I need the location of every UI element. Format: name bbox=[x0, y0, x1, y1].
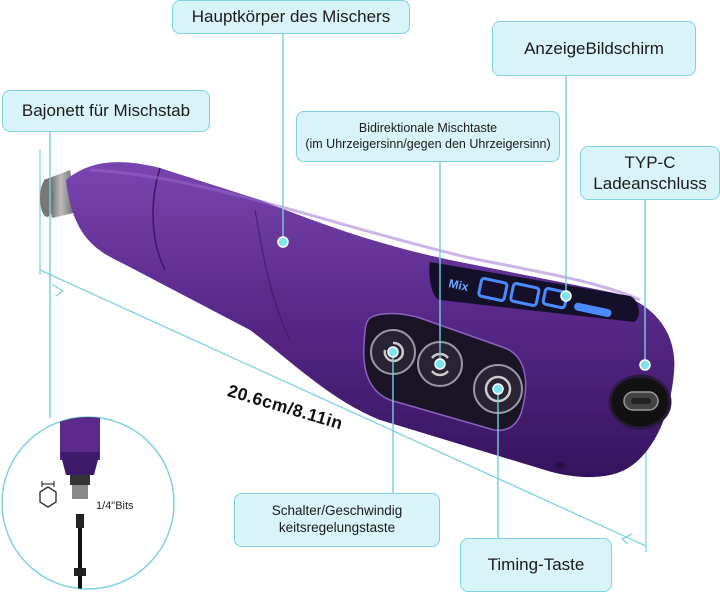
callout-type-c: TYP-C Ladeanschluss bbox=[580, 146, 720, 200]
callout-typec-line2: Ladeanschluss bbox=[593, 174, 707, 193]
bits-label: 1/4"Bits bbox=[96, 500, 134, 512]
callout-bayonet-text: Bajonett für Mischstab bbox=[21, 101, 191, 121]
callout-bidi-line1: Bidirektionale Mischtaste bbox=[358, 120, 498, 135]
hex-icon bbox=[39, 486, 57, 508]
display-mode-text: Mix bbox=[447, 276, 470, 294]
type-c-port[interactable] bbox=[608, 374, 672, 430]
callout-switch-line2: keitsregelungstaste bbox=[278, 520, 396, 535]
callout-main-body: Hauptkörper des Mischers bbox=[172, 0, 410, 34]
callout-bayonet: Bajonett für Mischstab bbox=[2, 90, 210, 132]
callout-switch-line1: Schalter/Geschwindig bbox=[271, 503, 403, 519]
callout-display: AnzeigeBildschirm bbox=[492, 21, 696, 76]
callout-timing: Timing-Taste bbox=[460, 538, 612, 592]
bits-inset bbox=[1, 416, 175, 590]
callout-timing-text: Timing-Taste bbox=[487, 555, 585, 575]
callout-bidi-line2: (im Uhrzeigersinn/gegen den Uhrzeigersin… bbox=[305, 136, 551, 151]
callout-switch-speed: Schalter/Geschwindig keitsregelungstaste bbox=[234, 493, 440, 547]
anchor-dots bbox=[277, 236, 651, 395]
leader-lines bbox=[49, 34, 646, 538]
callout-main-body-text: Hauptkörper des Mischers bbox=[191, 7, 391, 27]
mixer-body: Mix bbox=[40, 162, 675, 478]
callout-display-text: AnzeigeBildschirm bbox=[524, 38, 664, 58]
callout-bidirectional: Bidirektionale Mischtaste (im Uhrzeigers… bbox=[296, 111, 560, 162]
callout-typec-line1: TYP-C bbox=[624, 152, 676, 172]
